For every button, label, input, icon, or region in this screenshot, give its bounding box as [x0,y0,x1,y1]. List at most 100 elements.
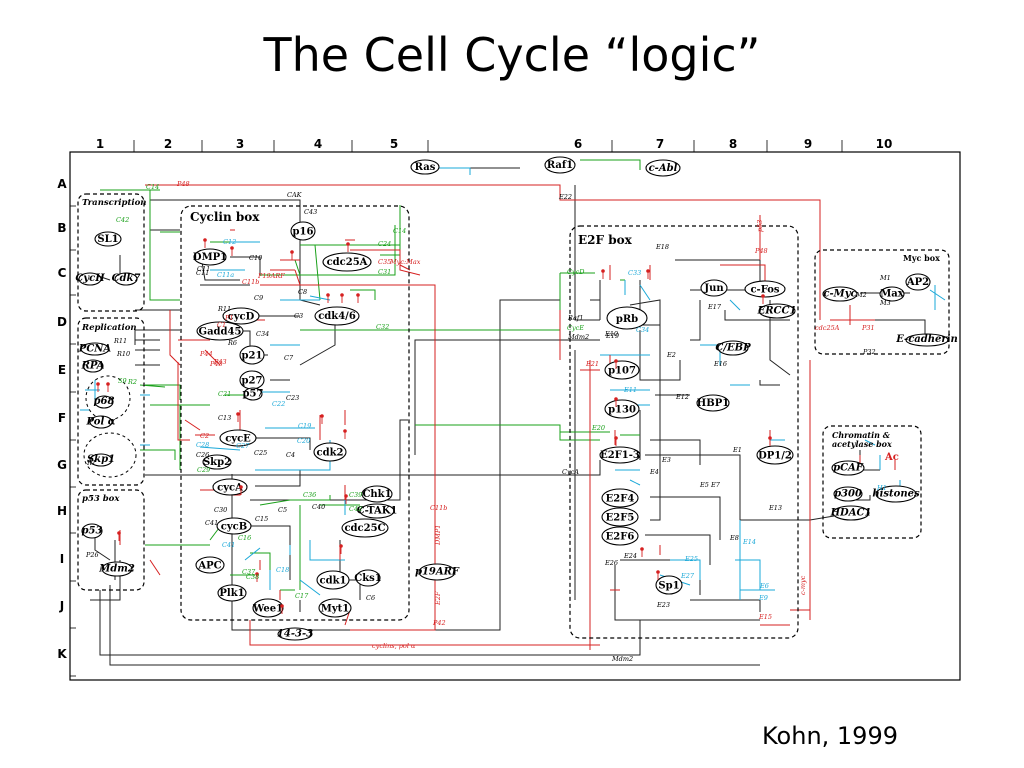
column-header-5: 5 [390,137,398,151]
p21-node-shape [239,345,265,365]
cych-node-label: CycH [75,273,105,284]
edge-label: C18 [276,566,289,574]
edge-label: E2 [666,351,676,359]
edge-label: P43 [209,360,223,368]
dp12-node-shape [756,445,794,465]
pcna-node-shape [80,342,110,356]
p53-node-shape [81,523,103,539]
skp1-node-label: Skp1 [87,454,115,465]
cdc25c-node-label: cdc25C [344,523,385,534]
ercc1-node-shape [758,303,796,319]
edge-label: E27 [680,572,695,580]
cfos-node: c-Fos [744,280,786,298]
chromatin-box-title-1: Chromatin & [832,430,891,440]
cdk7-node-label: Cdk7 [112,273,141,284]
dp12-node: DP1/2 [756,445,794,465]
edge-label: C5 [278,506,287,514]
edge-label: C3 [294,312,303,320]
ras-node-shape [410,159,440,175]
edge-label: C12 [223,238,236,246]
edge-label: P32 [862,348,876,356]
edge-label: P26 [85,551,99,559]
edge-label: E21 [585,360,599,368]
wee1-node-shape [252,598,284,618]
cdc25a-small-label: cdc25A [815,324,840,332]
row-header-D: D [57,315,67,329]
max-node: Max [879,286,905,302]
cebp-node-label: C/EBP [715,342,751,353]
edge-label: C19 [298,422,311,430]
edge-label: C11 [196,269,209,277]
edge-label: C35 [378,258,391,266]
hbp1-node: HBP1 [696,394,730,412]
cabl-node-label: c-Abl [649,163,678,174]
histones-node-shape [875,485,917,503]
e2f13-node-label: E2F1-3 [600,450,640,461]
myt1-node: Myt1 [318,598,352,618]
row-header-K: K [57,647,67,661]
p53-node: p53 [81,523,103,539]
cyca-node: cycA [212,478,248,496]
replication-box-title: Replication [81,323,137,333]
edge-label: C11b [242,278,259,286]
column-header-2: 2 [164,137,172,151]
gadd45-node-label: Gadd45 [199,327,242,338]
ctak1-node: C-TAK1 [357,503,398,519]
pcaf-node-label: pCAF [833,462,864,473]
dmp1-vertical-label: DMP1 [434,525,442,546]
p130-node-shape [604,399,640,419]
p68-node: p68 [94,395,114,409]
acetyl-label: Ac [884,452,899,463]
e2f6-node-label: E2F6 [606,532,635,543]
gadd45-node-shape [196,321,244,341]
cdc25c-node-shape [341,518,389,538]
edge-label: R11 [113,337,127,345]
chromatin-box [822,425,922,539]
edge-label: R6 [227,339,237,347]
p53-box [77,489,145,591]
mdm2-node-label: Mdm2 [98,563,135,574]
cdk2-node: cdk2 [313,442,347,462]
subgroup-circles [83,375,137,478]
column-header-1: 1 [96,137,104,151]
edge-label: M2 [855,291,867,299]
cyce-node: cycE [219,429,257,447]
cfos-node-shape [744,280,786,298]
edge-label: P19ARF [257,272,285,280]
ecadherin-node-label: E-cadherin [895,334,958,345]
cebp-node: C/EBP [715,340,751,356]
edge-label: C10 [249,254,262,262]
sp1-node-shape [655,575,683,595]
prb-node-label: pRb [616,314,638,325]
rpa-node-label: RPA [81,360,105,371]
rpa-node-shape [82,359,104,373]
replication-box [77,317,145,486]
edge-label: E16 [713,360,727,368]
edge-label: E22 [558,193,572,201]
cyce-small-label: CycE [567,324,584,332]
cdk1-node-shape [316,570,350,590]
edge-label: E23 [656,601,670,609]
dmp1-node: DMP1 [193,248,227,266]
e2f4-node-shape [601,488,639,508]
ctak1-node-label: C-TAK1 [357,505,398,516]
p68-node-shape [94,395,114,409]
dmp1-node-label: DMP1 [193,252,227,263]
edge-label: C17 [295,592,309,600]
edge-label: C23 [286,394,299,402]
cdc25c-node: cdc25C [341,518,389,538]
column-header-7: 7 [656,137,664,151]
ecadherin-node: E-cadherin [895,333,958,347]
hbp1-node-label: HBP1 [697,398,729,409]
edge-label: S9 [118,377,127,385]
edge-label: C34 [636,326,649,334]
edge-label: M1 [879,274,891,282]
edge-label: C34 [256,330,269,338]
pol-node-label: Pol α [86,416,116,427]
row-header-F: F [58,411,66,425]
e2f5-node-shape [601,507,639,527]
p53-node-label: p53 [82,525,103,536]
